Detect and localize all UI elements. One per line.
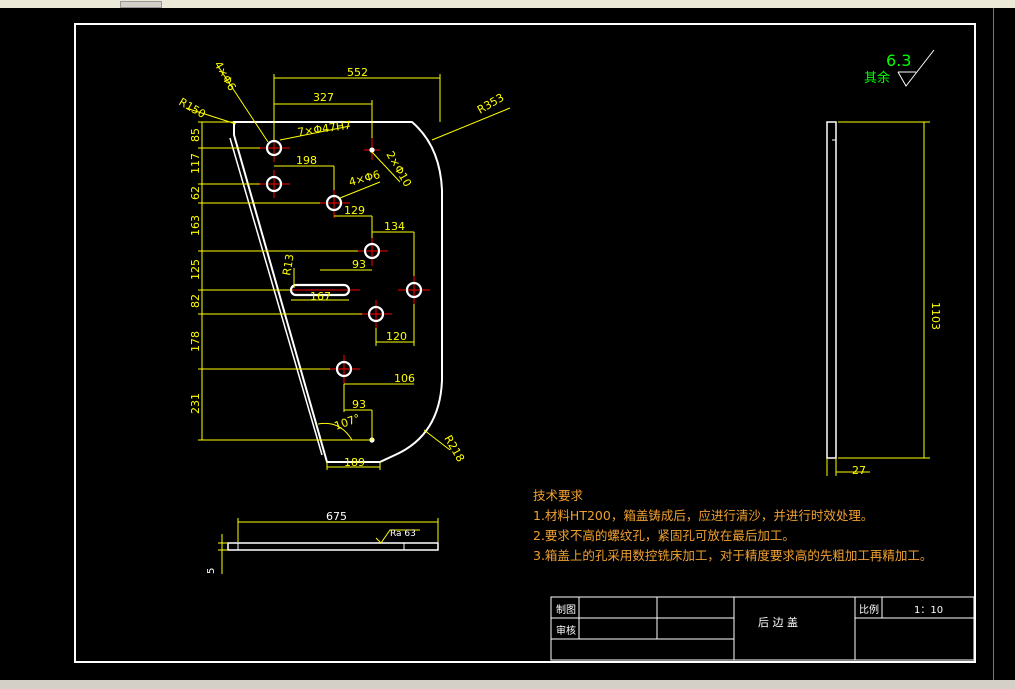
dim-134: 134	[384, 220, 405, 233]
slot	[289, 283, 351, 297]
roughness-label: 其余	[864, 70, 890, 86]
dim-1103: 1103	[929, 302, 942, 330]
dim-5: 5	[206, 568, 217, 574]
dim-93a: 93	[352, 258, 366, 271]
dim-106: 106	[394, 372, 415, 385]
dim-r150: R150	[177, 95, 208, 121]
tech-item: 2.要求不高的螺纹孔，紧固孔可放在最后加工。	[533, 528, 795, 543]
side-view: 1103 27	[826, 121, 942, 477]
tech-title: 技术要求	[533, 488, 584, 503]
drawing-frame	[74, 23, 976, 663]
dim-117: 117	[189, 153, 202, 174]
dim-120: 120	[386, 330, 407, 343]
dim-129: 129	[344, 204, 365, 217]
dim-r13: R13	[280, 253, 297, 277]
scale-value: 1：10	[914, 605, 944, 616]
dim-82: 82	[189, 294, 202, 308]
dimension-lines	[185, 65, 511, 470]
dim-675: 675	[326, 510, 347, 523]
centerlines	[260, 134, 430, 384]
bottom-view: 675 5 Ra 63	[206, 510, 439, 574]
dim-178: 178	[189, 331, 202, 352]
hole	[405, 281, 423, 299]
tech-item: 1.材料HT200，箱盖铸成后，应进行清沙，并进行时效处理。	[533, 508, 874, 523]
roughness-symbol: 6.3 其余	[864, 49, 935, 87]
dim-r218: R218	[441, 433, 467, 464]
technical-requirements: 技术要求 1.材料HT200，箱盖铸成后，应进行清沙，并进行时效处理。 2.要求…	[533, 486, 932, 566]
dim-4x6: 4×Φ6	[211, 59, 238, 93]
dim-167: 167	[310, 290, 331, 303]
dim-r353: R353	[475, 91, 506, 117]
dim-198: 198	[296, 154, 317, 167]
scale-label: 比例	[859, 605, 879, 616]
dim-4x6b: 4×Φ6	[347, 168, 381, 189]
tech-item: 3.箱盖上的孔采用数控铣床加工，对于精度要求高的先粗加工再精加工。	[533, 548, 933, 563]
dim-85: 85	[189, 128, 202, 142]
dim-angle: 107°	[333, 412, 362, 433]
dim-ra: Ra 63	[390, 529, 416, 539]
roughness-value: 6.3	[886, 51, 911, 70]
plate-outline	[233, 121, 443, 463]
vertical-scrollbar[interactable]	[993, 8, 1015, 680]
part-name: 后 边 盖	[758, 616, 798, 629]
drawn-by-label: 制图	[556, 605, 576, 616]
dim-27: 27	[852, 464, 866, 477]
hole	[335, 360, 353, 378]
holes	[265, 139, 423, 443]
title-block	[550, 596, 975, 661]
hole	[265, 175, 283, 193]
dim-552: 552	[347, 66, 368, 79]
dim-93b: 93	[352, 398, 366, 411]
dim-189: 189	[344, 456, 365, 469]
hole	[325, 194, 343, 212]
hole	[363, 242, 381, 260]
dim-231: 231	[189, 393, 202, 414]
dim-62: 62	[189, 186, 202, 200]
toolbar-control[interactable]	[120, 1, 162, 8]
hole	[367, 305, 385, 323]
dim-327: 327	[313, 91, 334, 104]
dim-163: 163	[189, 215, 202, 236]
checked-by-label: 审核	[556, 626, 576, 637]
front-view	[229, 121, 443, 463]
dim-125: 125	[189, 259, 202, 280]
window-title-bar	[0, 0, 1015, 8]
hole	[265, 139, 283, 157]
horizontal-scrollbar[interactable]	[0, 680, 1015, 689]
